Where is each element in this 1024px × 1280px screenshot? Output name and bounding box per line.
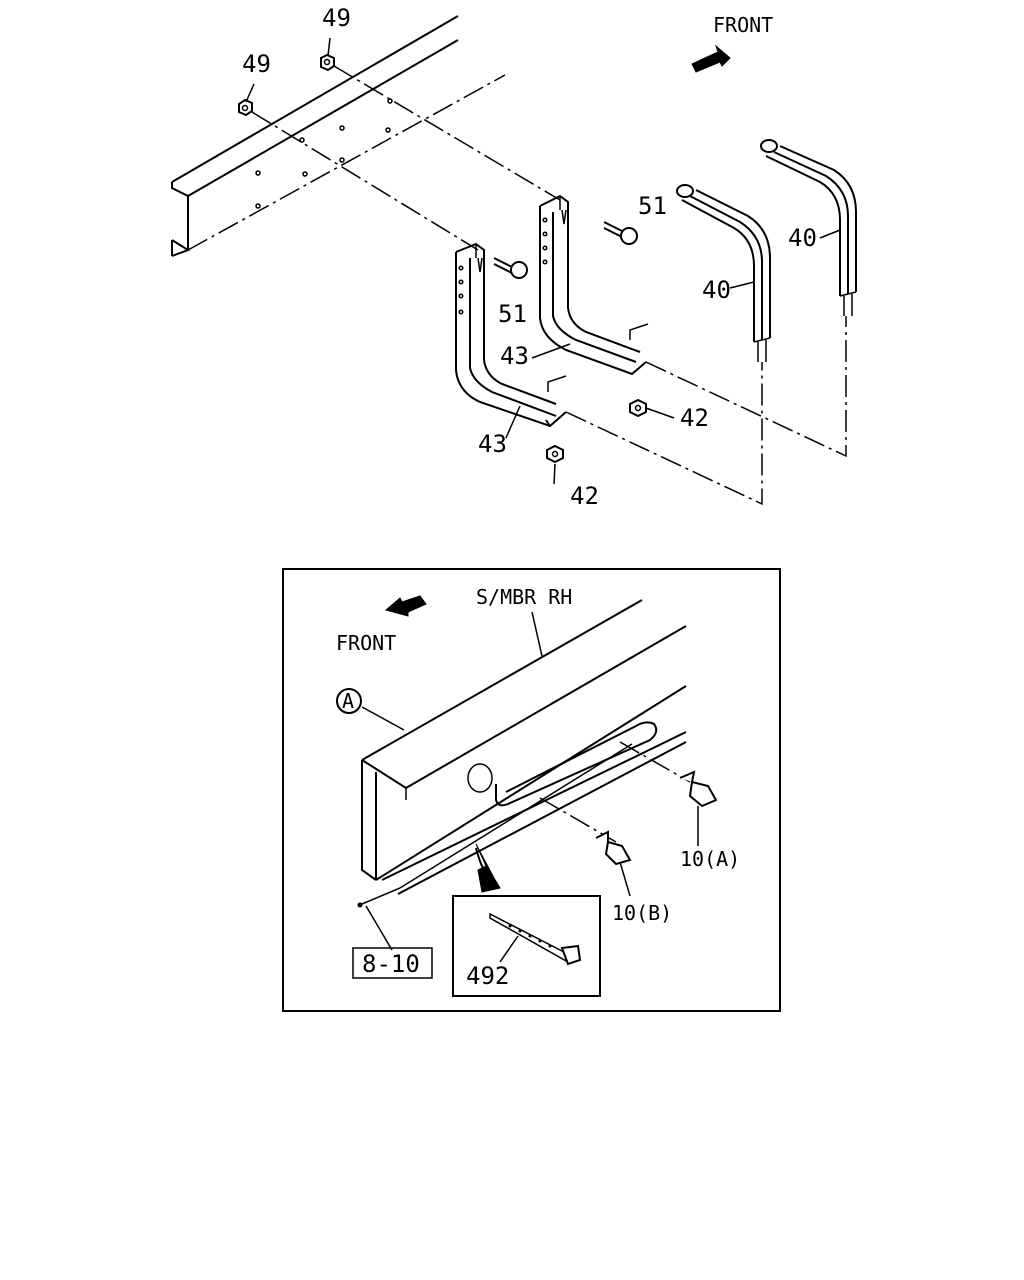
bracket-43-b (539, 194, 647, 376)
front-arrow-icon (691, 44, 731, 73)
main-exploded-view: FRONT 49 49 (171, 4, 857, 510)
nut-49-a (238, 98, 253, 117)
callout-51-a: 51 (498, 300, 527, 328)
frame-label: S/MBR RH (476, 585, 572, 609)
reference-box (352, 947, 433, 979)
clip-10b (595, 830, 632, 866)
clip-10a (679, 770, 718, 808)
pointer-arrow-icon (475, 843, 501, 893)
front-arrow-icon-detail (384, 595, 427, 617)
side-member-rail (171, 15, 506, 257)
reference-label: 8-10 (362, 950, 420, 978)
front-label: FRONT (713, 13, 773, 37)
callout-49-a: 49 (242, 50, 271, 78)
nut-49-b (320, 53, 335, 72)
side-member-channel (361, 599, 687, 895)
callout-42-a: 42 (570, 482, 599, 510)
bolt-51-b (603, 221, 638, 245)
callout-49-b: 49 (322, 4, 351, 32)
callout-42-b: 42 (680, 404, 709, 432)
callout-10b: 10(B) (612, 901, 672, 925)
callout-40-a: 40 (702, 276, 731, 304)
detail-front-label: FRONT (336, 631, 396, 655)
nut-42-b (629, 398, 647, 418)
cable-tie-492 (489, 912, 582, 966)
nut-42-a (546, 444, 564, 464)
wire-harness (357, 721, 658, 908)
callout-43-a: 43 (478, 430, 507, 458)
callout-43-b: 43 (500, 342, 529, 370)
detail-frame (282, 568, 781, 1012)
callout-492: 492 (466, 962, 509, 990)
view-marker-a: A (336, 688, 405, 731)
battery-cable-40-b (760, 139, 857, 316)
view-marker-letter: A (342, 689, 354, 713)
callout-51-b: 51 (638, 192, 667, 220)
callout-40-b: 40 (788, 224, 817, 252)
callout-10a: 10(A) (680, 847, 740, 871)
detail-view-a: FRONT S/MBR RH A (282, 568, 781, 1012)
tie-inset-box (452, 895, 601, 997)
battery-cable-40-a (676, 184, 771, 362)
bolt-51-a (493, 257, 528, 279)
bracket-43-a (455, 242, 567, 428)
